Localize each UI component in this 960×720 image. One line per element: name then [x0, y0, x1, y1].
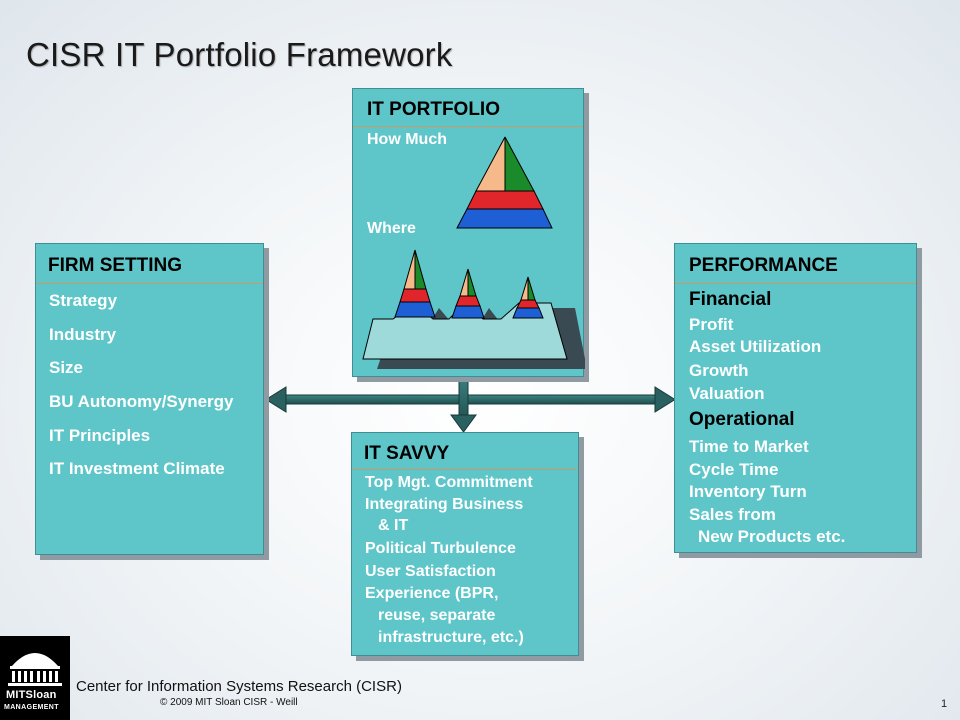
firm-setting-item: IT Investment Climate [49, 459, 225, 478]
it-savvy-heading: IT SAVVY [352, 433, 578, 470]
it-savvy-item: Political Turbulence [365, 540, 516, 557]
it-savvy-item: & IT [378, 517, 409, 534]
where-label: Where [367, 220, 416, 237]
dome-icon [8, 653, 62, 686]
how-much-label: How Much [367, 131, 447, 148]
it-savvy-item: Experience (BPR, [365, 585, 499, 602]
firm-setting-item: Industry [49, 325, 117, 344]
performance-box: PERFORMANCE Financial Profit Asset Utili… [674, 243, 917, 553]
financial-item: Growth [689, 361, 749, 380]
operational-item: Sales from [689, 505, 776, 524]
page-number: 1 [941, 698, 948, 710]
firm-setting-item: Strategy [49, 291, 118, 310]
financial-heading: Financial [689, 289, 772, 310]
it-savvy-item: Top Mgt. Commitment [365, 474, 533, 491]
how-much-pyramid [456, 136, 553, 229]
it-portfolio-box: IT PORTFOLIO How Much Where [352, 88, 585, 377]
operational-item: Cycle Time [689, 460, 779, 479]
financial-item: Profit [689, 315, 734, 334]
it-savvy-item: Integrating Business [365, 496, 524, 513]
firm-setting-item: IT Principles [49, 426, 151, 445]
it-savvy-item: User Satisfaction [365, 563, 496, 580]
it-portfolio-heading: IT PORTFOLIO [353, 89, 583, 127]
portfolio-pyramids-graphic [362, 136, 585, 369]
operational-item: Time to Market [689, 437, 809, 456]
logo-text-management: MANAGEMENT [4, 704, 59, 711]
horizontal-double-arrow [265, 386, 676, 413]
operational-item: New Products etc. [698, 527, 846, 546]
financial-item: Valuation [689, 384, 765, 403]
firm-setting-heading: FIRM SETTING [36, 244, 263, 284]
footer-copyright: © 2009 MIT Sloan CISR - Weill [160, 697, 298, 708]
where-pyramid-1 [394, 249, 436, 318]
mit-sloan-logo: MITSloan MANAGEMENT [0, 636, 70, 720]
performance-heading: PERFORMANCE [675, 244, 916, 284]
it-savvy-box: IT SAVVY Top Mgt. Commitment Integrating… [351, 432, 579, 656]
firm-setting-item: BU Autonomy/Synergy [49, 392, 234, 411]
slide-title: CISR IT Portfolio Framework [26, 36, 453, 73]
operational-heading: Operational [689, 409, 795, 430]
firm-setting-box: FIRM SETTING Strategy Industry Size BU A… [35, 243, 264, 555]
financial-item: Asset Utilization [689, 337, 822, 356]
it-savvy-item: reuse, separate [378, 607, 496, 624]
operational-item: Inventory Turn [689, 482, 807, 501]
it-savvy-item: infrastructure, etc.) [378, 629, 524, 646]
where-pyramid-3 [512, 276, 544, 319]
firm-setting-item: Size [49, 358, 84, 377]
logo-text-mitsloan: MITSloan [6, 689, 57, 701]
where-pyramid-2 [451, 268, 485, 319]
footer-org: Center for Information Systems Research … [76, 678, 402, 695]
